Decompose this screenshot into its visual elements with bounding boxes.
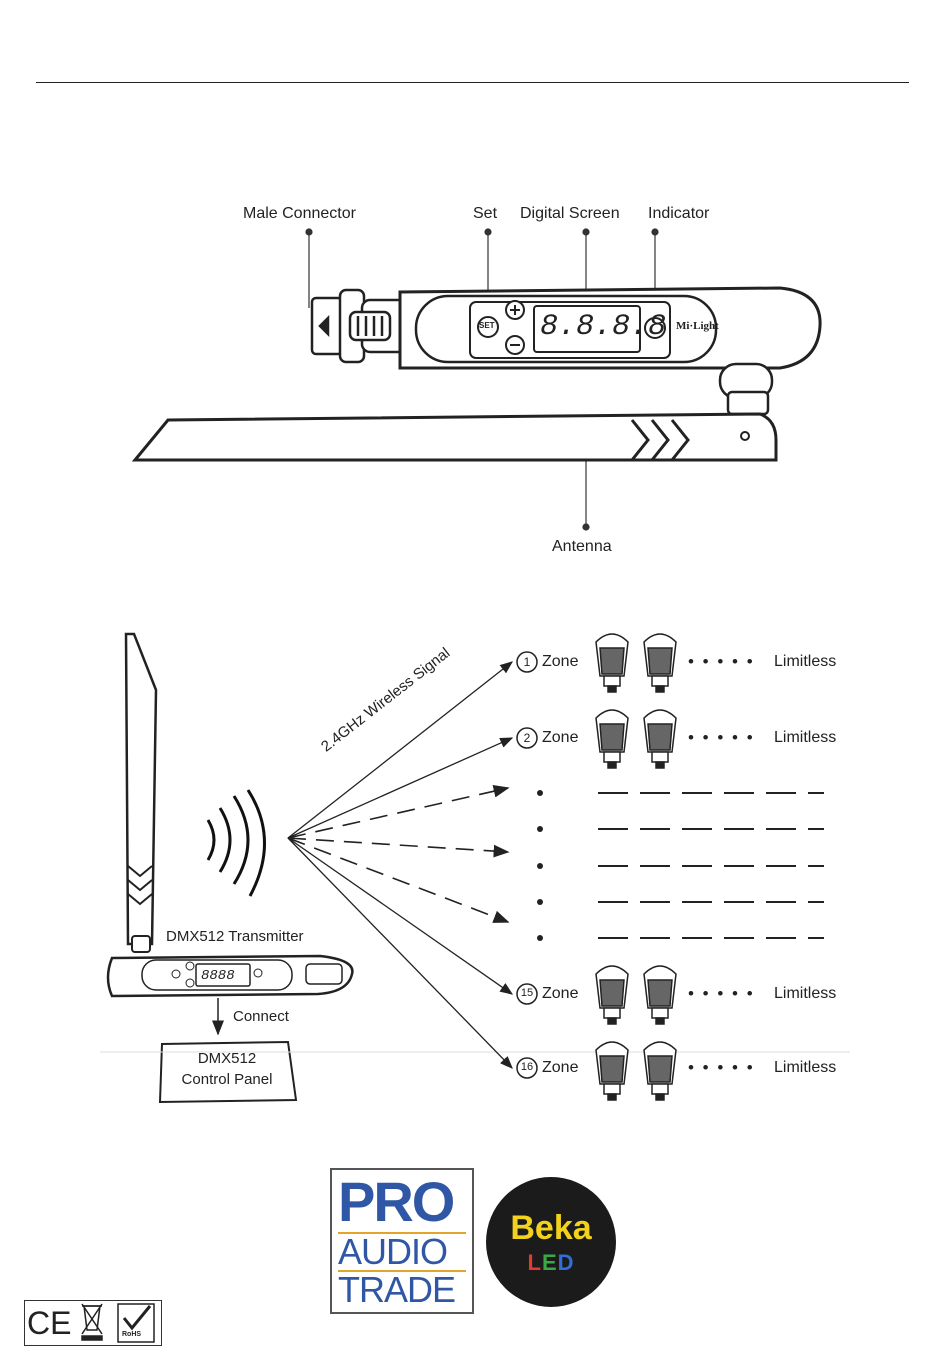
zone-label: Zone: [542, 653, 578, 671]
zone-limit: Limitless: [774, 653, 836, 671]
beka-text: Beka: [486, 1209, 616, 1248]
zone-number: 1: [517, 655, 537, 669]
zone-number: 15: [517, 987, 537, 999]
connect-label: Connect: [233, 1008, 289, 1025]
zone-label: Zone: [542, 1059, 578, 1077]
zone-limit: Limitless: [774, 729, 836, 747]
beka-led-logo: Beka LED: [486, 1177, 616, 1307]
pro-audio-trade-logo: PRO AUDIO TRADE: [330, 1168, 474, 1314]
transmitter-label: DMX512 Transmitter: [166, 928, 304, 945]
zone-number: 2: [517, 731, 537, 745]
zone-dots: • • • • •: [688, 652, 755, 672]
mini-screen-digits: 8888: [201, 968, 235, 984]
zone-label: Zone: [542, 729, 578, 747]
logo-pro-line1: PRO: [338, 1172, 453, 1232]
zone-limit: Limitless: [774, 985, 836, 1003]
led-letter: D: [558, 1250, 575, 1275]
zone-number: 16: [517, 1061, 537, 1073]
led-letter: L: [527, 1250, 541, 1275]
certification-marks: CE RoHS: [24, 1300, 162, 1346]
led-letter: E: [542, 1250, 558, 1275]
logo-pro-line2: AUDIO: [338, 1234, 447, 1270]
ce-mark: CE: [27, 1305, 71, 1342]
zone-label: Zone: [542, 985, 578, 1003]
rohs-text: RoHS: [122, 1331, 141, 1338]
control-panel-line2: Control Panel: [162, 1071, 292, 1088]
zone-dots: • • • • •: [688, 984, 755, 1004]
zone-limit: Limitless: [774, 1059, 836, 1077]
zone-dots: • • • • •: [688, 728, 755, 748]
logo-pro-line3: TRADE: [338, 1272, 455, 1308]
control-panel-line1: DMX512: [162, 1050, 292, 1067]
led-text: LED: [486, 1250, 616, 1276]
zone-dots: • • • • •: [688, 1058, 755, 1078]
